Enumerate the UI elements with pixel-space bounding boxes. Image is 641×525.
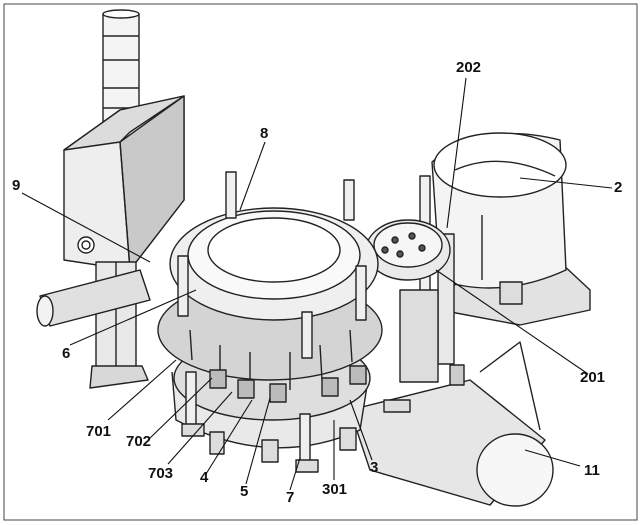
callout-301: 301 — [322, 481, 348, 498]
index-disk — [365, 219, 451, 281]
left-pipe — [36, 269, 151, 327]
callout-2: 2 — [614, 179, 623, 196]
callout-5: 5 — [240, 483, 249, 500]
table-feet — [209, 427, 357, 463]
callout-201: 201 — [580, 369, 606, 386]
callout-4: 4 — [200, 469, 209, 486]
callout-7: 7 — [286, 489, 295, 506]
callout-701: 701 — [86, 423, 112, 440]
callout-9: 9 — [12, 177, 21, 194]
leader-lines — [21, 77, 613, 491]
callout-8: 8 — [260, 125, 269, 142]
rotary-table — [157, 207, 383, 449]
callout-202: 202 — [456, 59, 482, 76]
callout-11: 11 — [584, 462, 600, 479]
vertical-rods — [177, 171, 411, 473]
feed-bowl — [431, 132, 591, 326]
control-box — [63, 95, 185, 271]
callout-6: 6 — [62, 345, 71, 362]
callout-703: 703 — [148, 465, 174, 482]
callout-702: 702 — [126, 433, 152, 450]
fixture-heads — [209, 365, 367, 403]
callout-3: 3 — [370, 459, 379, 476]
